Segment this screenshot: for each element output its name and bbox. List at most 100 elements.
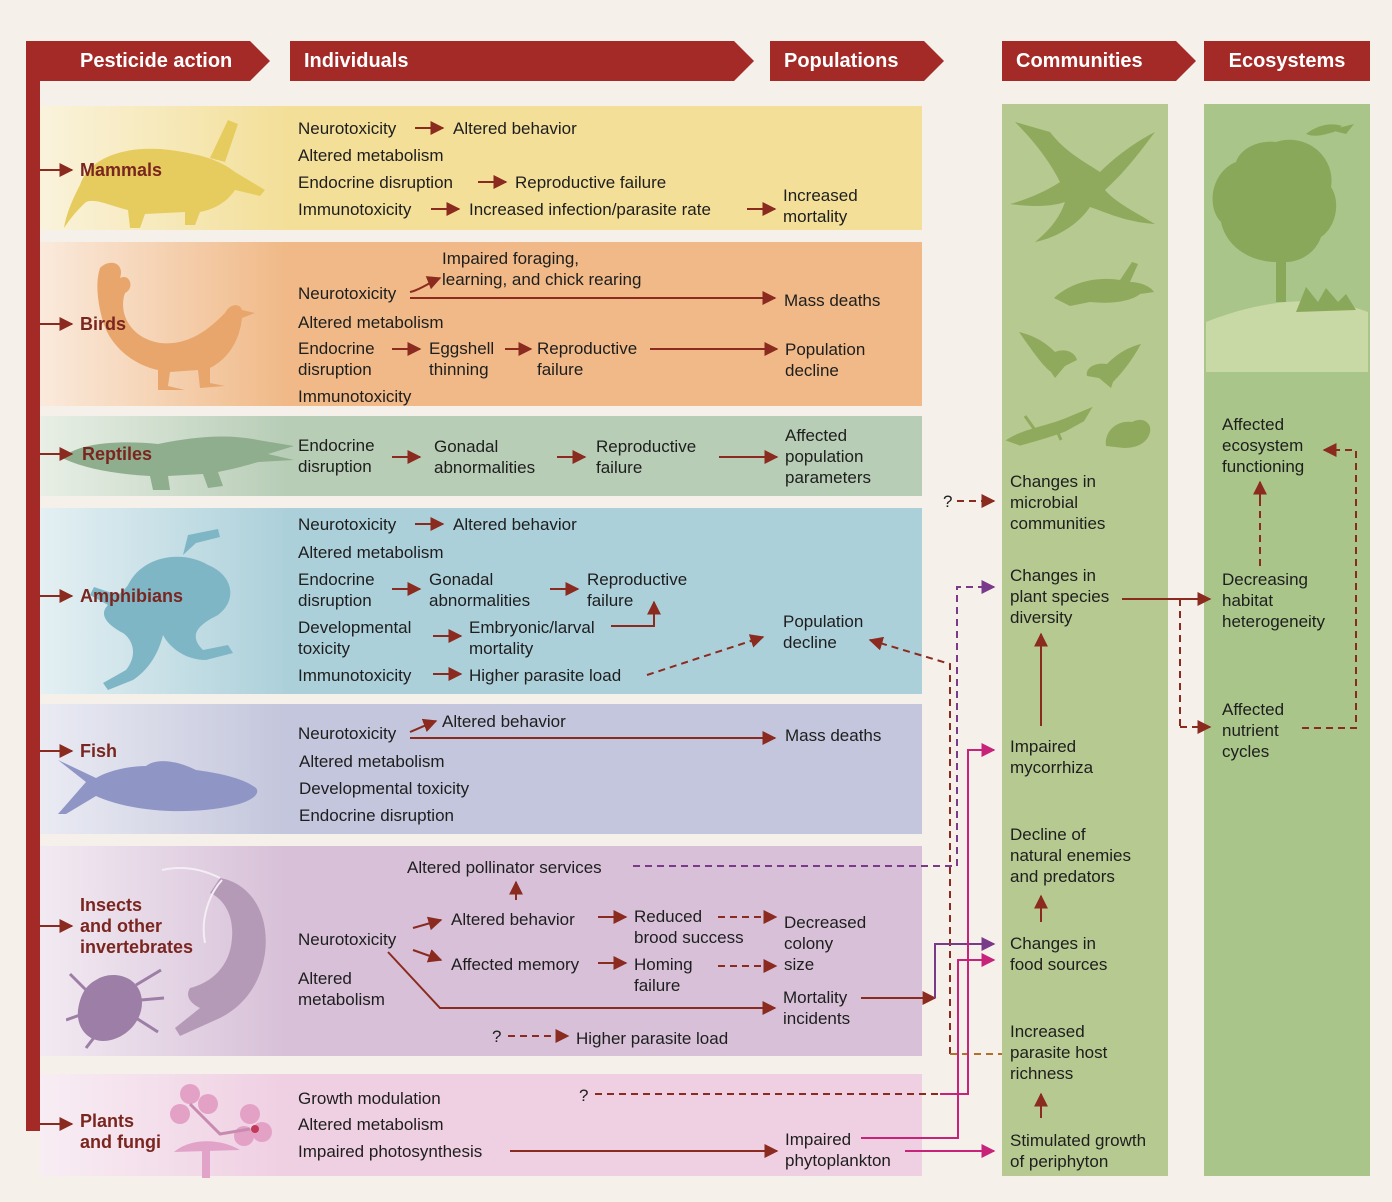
insects-reduced-brood-line: Reduced	[634, 907, 703, 926]
header-pesticide-action: Pesticide action	[26, 41, 270, 81]
amphibians-reproductive-line: failure	[587, 591, 634, 610]
insects-parasite: Higher parasite load	[576, 1029, 729, 1048]
communities-natural-enemies-line: natural enemies	[1010, 846, 1131, 865]
mammals-mortality-line: Increased	[783, 186, 858, 205]
amphibians-developmental-line: Developmental	[298, 618, 412, 637]
birds-band	[40, 242, 922, 406]
communities-mycorrhiza-line: mycorrhiza	[1010, 758, 1094, 777]
ecosystems-habitat-line: habitat	[1222, 591, 1274, 610]
insects-affected-memory: Affected memory	[451, 955, 580, 974]
frog-icon	[90, 529, 233, 690]
communities-plant-diversity: Changes in plant species diversity	[1010, 565, 1109, 628]
insects-altered-metabolism: Altered metabolism	[298, 968, 385, 1010]
insects-decreased-colony-line: size	[784, 955, 815, 974]
hare-icon	[1054, 262, 1154, 306]
communities-microbial-line: Changes in	[1010, 472, 1097, 491]
reptiles-reproductive-line: failure	[596, 458, 643, 477]
fish-icon	[58, 760, 258, 814]
ecosystems-nutrient-line: cycles	[1222, 742, 1270, 761]
communities-parasite-host-line: parasite host	[1010, 1043, 1108, 1062]
amphibians-developmental: Developmental toxicity	[298, 617, 411, 659]
group-plants-line: Plants	[80, 1111, 135, 1131]
insects-mortality: Mortality incidents	[783, 987, 850, 1029]
header-communities: Communities	[1002, 41, 1196, 81]
group-plants: Plants and fungi	[80, 1111, 161, 1153]
communities-microbial: Changes in microbial communities	[1010, 471, 1105, 534]
ecosystems-column	[1204, 104, 1370, 1176]
insects-altered-metabolism-line: Altered	[298, 969, 352, 988]
amphibians-gonadal: Gonadal abnormalities	[429, 569, 530, 611]
insects-mortality-line: Mortality	[783, 988, 848, 1007]
header-ecosystems: Ecosystems	[1204, 41, 1370, 81]
beetle-icon	[66, 968, 165, 1049]
amphibians-endocrine: Endocrine disruption	[298, 569, 375, 611]
communities-parasite-host-line: Increased	[1010, 1022, 1085, 1041]
birds-population-decline-line: Population	[785, 340, 866, 359]
amphibians-population-decline: Population decline	[783, 611, 863, 653]
birds-eggshell: Eggshell thinning	[429, 338, 494, 380]
communities-periphyton-line: Stimulated growth	[1010, 1131, 1147, 1150]
communities-food-sources: Changes in food sources	[1010, 933, 1107, 975]
amphibians-embryonic-line: Embryonic/larval	[469, 618, 595, 637]
communities-mycorrhiza: Impaired mycorrhiza	[1010, 736, 1093, 778]
ecosystems-functioning: Affected ecosystem functioning	[1222, 414, 1304, 477]
communities-natural-enemies: Decline of natural enemies and predators	[1010, 824, 1131, 887]
reptiles-reproductive: Reproductive failure	[596, 436, 696, 478]
insects-reduced-brood: Reduced brood success	[634, 906, 744, 948]
plants-phytoplankton-line: phytoplankton	[785, 1151, 891, 1170]
insects-decreased-colony: Decreased colony size	[784, 912, 866, 975]
crocodile-icon	[62, 436, 294, 490]
communities-microbial-line: microbial	[1010, 493, 1079, 512]
amphibians-altered-metabolism: Altered metabolism	[298, 543, 444, 562]
communities-periphyton-line: of periphyton	[1010, 1152, 1109, 1171]
communities-plant-diversity-line: plant species	[1010, 587, 1110, 606]
communities-question: ?	[943, 492, 953, 511]
amphibians-embryonic: Embryonic/larval mortality	[469, 617, 595, 659]
ecosystems-nutrient-line: Affected	[1222, 700, 1285, 719]
amphibians-neurotoxicity: Neurotoxicity	[298, 515, 397, 534]
amphibians-gonadal-line: Gonadal	[429, 570, 494, 589]
group-insects-line: and other	[80, 916, 163, 936]
birds-foraging-line: learning, and chick rearing	[442, 270, 642, 289]
communities-food-sources-line: Changes in	[1010, 934, 1097, 953]
amphibians-reproductive-line: Reproductive	[587, 570, 688, 589]
amphibians-embryonic-line: mortality	[469, 639, 534, 658]
communities-microbial-line: communities	[1010, 514, 1106, 533]
communities-periphyton: Stimulated growth of periphyton	[1010, 1130, 1146, 1172]
amphibians-developmental-line: toxicity	[298, 639, 350, 658]
communities-plant-diversity-line: Changes in	[1010, 566, 1097, 585]
rodent-icon	[1105, 419, 1151, 448]
communities-mycorrhiza-line: Impaired	[1010, 737, 1077, 756]
birds-reproductive-line: failure	[537, 360, 584, 379]
communities-natural-enemies-line: and predators	[1010, 867, 1115, 886]
insects-question: ?	[492, 1027, 502, 1046]
ecosystems-habitat-line: heterogeneity	[1222, 612, 1326, 631]
birds-foraging: Impaired foraging, learning, and chick r…	[442, 248, 641, 290]
reptiles-affected-line: population	[785, 447, 864, 466]
ecosystems-nutrient: Affected nutrient cycles	[1222, 699, 1284, 762]
birds-population-decline-line: decline	[785, 361, 839, 380]
communities-plant-diversity-line: diversity	[1010, 608, 1073, 627]
birds-altered-metabolism: Altered metabolism	[298, 313, 444, 332]
chicken-icon	[97, 262, 255, 390]
insects-neurotoxicity: Neurotoxicity	[298, 930, 397, 949]
insects-reduced-brood-line: brood success	[634, 928, 744, 947]
ecosystems-functioning-line: Affected	[1222, 415, 1285, 434]
ecosystems-functioning-line: functioning	[1222, 457, 1305, 476]
birds-endocrine-line: Endocrine	[298, 339, 375, 358]
amphibians-population-decline-line: decline	[783, 633, 837, 652]
group-plants-line: and fungi	[80, 1132, 161, 1152]
birds-eggshell-line: Eggshell	[429, 339, 495, 358]
ecosystems-habitat: Decreasing habitat heterogeneity	[1222, 569, 1325, 632]
insects-pollinator: Altered pollinator services	[407, 858, 602, 877]
mammals-altered-behavior: Altered behavior	[453, 119, 577, 138]
amphibians-endocrine-line: disruption	[298, 591, 372, 610]
mammals-mortality: Increased mortality	[783, 185, 858, 227]
amphibians-population-decline-line: Population	[783, 612, 864, 631]
songbird-icon	[1019, 332, 1141, 388]
amphibians-reproductive: Reproductive failure	[587, 569, 687, 611]
communities-parasite-host: Increased parasite host richness	[1010, 1021, 1107, 1084]
reptiles-gonadal: Gonadal abnormalities	[434, 436, 535, 478]
communities-parasite-host-line: richness	[1010, 1064, 1074, 1083]
